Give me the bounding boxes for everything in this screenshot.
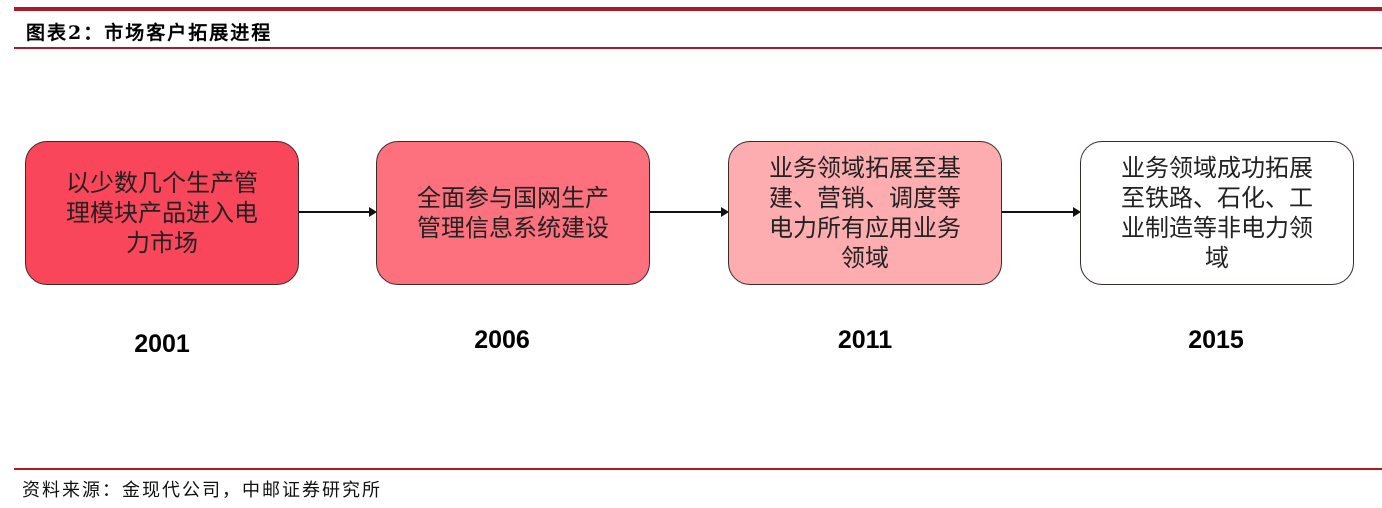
- title-rule: [14, 47, 1382, 49]
- arrow-3: [1002, 207, 1081, 217]
- stage-box-2006: 全面参与国网生产管理信息系统建设: [376, 141, 650, 285]
- stage-box-2011: 业务领域拓展至基建、营销、调度等电力所有应用业务领域: [728, 141, 1002, 285]
- stage-box-2001: 以少数几个生产管理模块产品进入电力市场: [25, 141, 299, 285]
- footer-rule: [14, 468, 1382, 470]
- year-label-2001: 2001: [134, 330, 190, 358]
- figure-title: 图表2：市场客户拓展进程: [26, 22, 273, 44]
- arrow-2: [650, 207, 729, 217]
- year-label-2006: 2006: [474, 326, 530, 354]
- top-rule: [14, 7, 1382, 11]
- stage-box-2015: 业务领域成功拓展至铁路、石化、工业制造等非电力领域: [1080, 141, 1354, 285]
- arrow-1: [299, 207, 377, 217]
- year-label-2011: 2011: [837, 326, 893, 354]
- year-label-2015: 2015: [1188, 326, 1244, 354]
- source-note: 资料来源：金现代公司，中邮证券研究所: [22, 480, 382, 501]
